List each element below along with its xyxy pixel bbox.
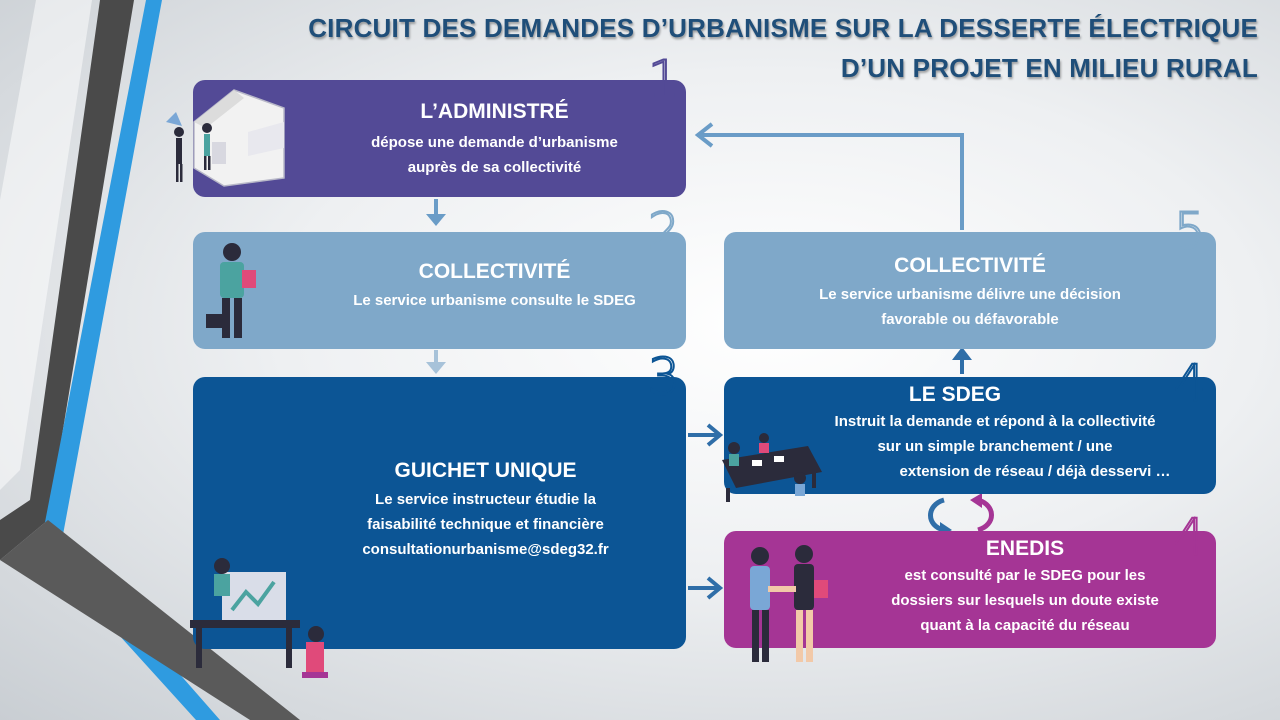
step-sdeg-line-3: extension de réseau / déjà desservi … (899, 463, 1171, 480)
step-guichet-line-2: faisabilité technique et financière (367, 516, 604, 533)
step-number-3: 3 (647, 348, 681, 406)
step-enedis-line-1: est consulté par le SDEG pour les (904, 567, 1146, 584)
page-title: CIRCUIT DES DEMANDES D’URBANISME SUR LA … (158, 8, 1258, 88)
step-enedis-line-2: dossiers sur lesquels un doute existe (891, 592, 1159, 609)
step-collectivite-consult-line-1: Le service urbanisme consulte le SDEG (353, 292, 636, 309)
title-line-1: CIRCUIT DES DEMANDES D’URBANISME SUR LA … (308, 13, 1258, 43)
step-collectivite-decision-box: COLLECTIVITÉ Le service urbanisme délivr… (724, 232, 1216, 349)
step-guichet-line-1: Le service instructeur étudie la (375, 491, 596, 508)
meeting-illustration (722, 433, 822, 502)
step-administre-line-2: auprès de sa collectivité (407, 159, 582, 176)
step-number-4-enedis: 4 (1173, 508, 1207, 566)
step-sdeg-line-1: Instruit la demande et répond à la colle… (834, 413, 1156, 430)
step-number-1: 1 (647, 50, 681, 108)
step-number-2: 2 (647, 202, 681, 260)
step-guichet-heading: GUICHET UNIQUE (394, 459, 577, 482)
handshake-illustration (750, 545, 828, 662)
step-sdeg-heading: LE SDEG (908, 383, 1002, 406)
title-line-2: D’UN PROJET EN MILIEU RURAL (840, 53, 1258, 83)
step-guichet-email: consultationurbanisme@sdeg32.fr (362, 541, 609, 558)
step-collectivite-decision-line-1: Le service urbanisme délivre une décisio… (819, 286, 1121, 303)
house-illustration (166, 89, 285, 187)
step-sdeg-line-2: sur un simple branchement / une (877, 438, 1113, 455)
step-administre-line-1: dépose une demande d’urbanisme (371, 134, 618, 151)
step-administre-heading: L’ADMINISTRÉ (420, 100, 569, 123)
step-collectivite-consult-heading: COLLECTIVITÉ (418, 260, 571, 283)
step-number-4-sdeg: 4 (1173, 354, 1207, 412)
step-enedis-heading: ENEDIS (985, 537, 1065, 560)
step-collectivite-consult-box: COLLECTIVITÉ Le service urbanisme consul… (193, 232, 686, 349)
step-collectivite-decision-heading: COLLECTIVITÉ (894, 254, 1046, 277)
step-collectivite-decision-line-2: favorable ou défavorable (881, 311, 1059, 328)
step-enedis-line-3: quant à la capacité du réseau (920, 617, 1130, 634)
office-illustration (190, 558, 328, 678)
step-number-5: 5 (1173, 202, 1207, 260)
person-illustration (206, 243, 256, 338)
